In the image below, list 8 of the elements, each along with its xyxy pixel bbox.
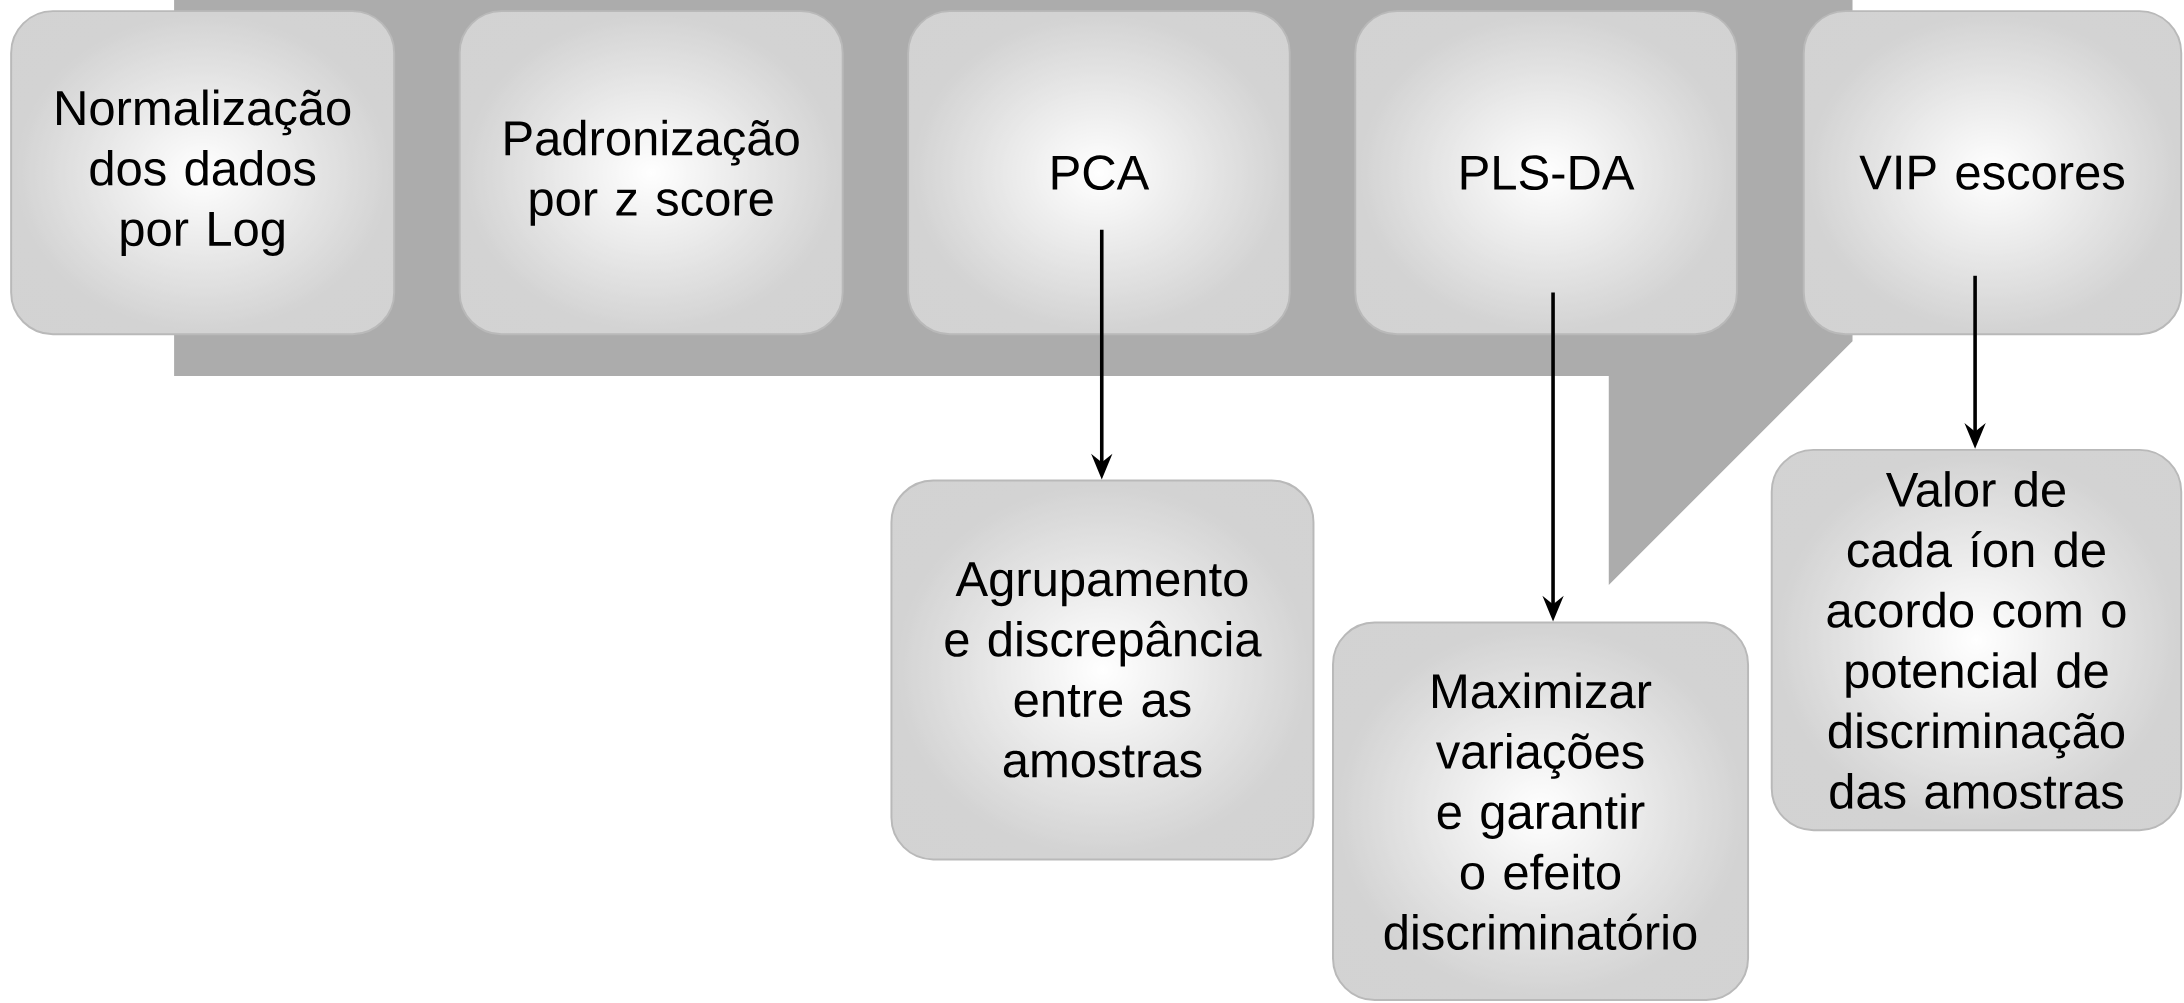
process-box: Padronização por z score — [458, 10, 844, 336]
process-box: Normalização dos dados por Log — [10, 10, 396, 336]
process-box: Agrupamento e discrepância entre as amostras — [890, 479, 1315, 861]
process-box: Maximizar variações e garantir o efeito discriminatório — [1332, 621, 1750, 1002]
process-box: PCA — [907, 10, 1291, 336]
process-box: PLS-DA — [1354, 10, 1738, 336]
process-box: Valor de cada íon de acordo com o potencial de discriminação das amostras — [1770, 448, 2183, 832]
process-box: VIP escores — [1802, 10, 2183, 336]
